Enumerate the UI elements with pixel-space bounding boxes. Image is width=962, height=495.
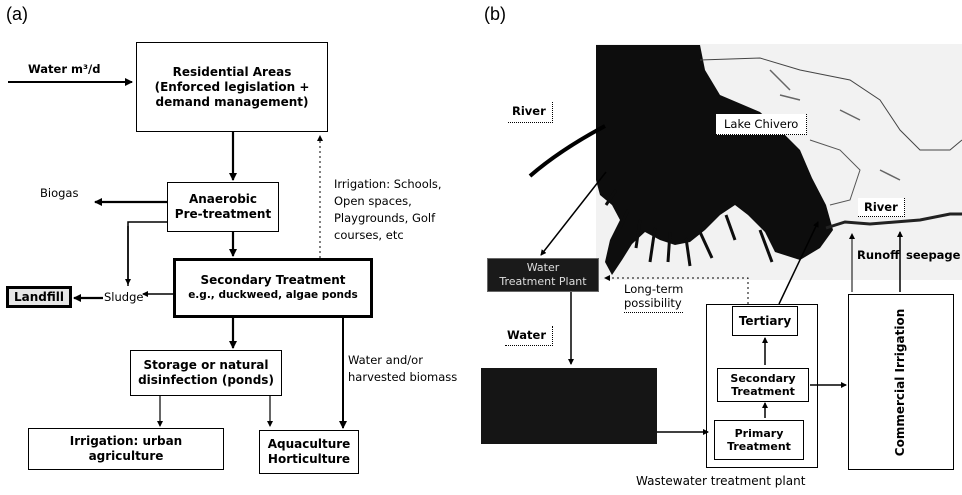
horticulture-label: Horticulture (267, 452, 351, 466)
secondary-treatment-box: Secondary Treatment e.g., duckweed, alga… (173, 258, 373, 318)
wwtp-caption: Wastewater treatment plant (636, 474, 806, 488)
irrigation-note-line: Irrigation: Schools, (334, 177, 442, 191)
tertiary-label: Tertiary (738, 313, 792, 328)
anaerobic-pretreatment-box: Anaerobic Pre-treatment (167, 182, 279, 232)
aquaculture-label: Aquaculture (267, 437, 351, 451)
town-photo (481, 368, 657, 444)
wtp-line-2: Treatment Plant (499, 275, 587, 288)
river-right-label: River (858, 198, 905, 217)
secondary-treatment-b-box: Secondary Treatment (717, 368, 809, 402)
water-biomass-line-2: harvested biomass (348, 370, 458, 384)
lake-chivero-label: Lake Chivero (716, 114, 808, 135)
panel-a-label: (a) (6, 4, 28, 24)
irrigation-note: Irrigation: Schools, Open spaces, Playgr… (334, 176, 442, 244)
long-term-line-2: possibility (624, 296, 682, 310)
arrow-tertiary-lake (778, 221, 819, 305)
wwtp-frame (706, 304, 818, 468)
secondary-examples: e.g., duckweed, algae ponds (188, 289, 358, 301)
sludge-label: Sludge (104, 290, 144, 304)
secondary-b-line-2: Treatment (731, 385, 795, 398)
arrow-lake-wtp (540, 171, 607, 256)
irrigation-note-line: courses, etc (334, 228, 404, 242)
water-label: Water (505, 326, 554, 346)
irrigation-urban-box: Irrigation: urban agriculture (28, 428, 224, 470)
water-biomass-label: Water and/or harvested biomass (348, 352, 457, 386)
irrigation-note-line: Open spaces, (334, 194, 412, 208)
storage-line-2: disinfection (ponds) (138, 373, 274, 387)
landfill-box: Landfill (6, 286, 72, 308)
panel-b-label: (b) (484, 4, 506, 24)
residential-areas-box: Residential Areas (Enforced legislation … (136, 42, 328, 132)
panel-b-arrows (528, 124, 903, 435)
water-treatment-plant-box: Water Treatment Plant (487, 258, 599, 292)
storage-line-1: Storage or natural (143, 358, 269, 372)
river-left-label: River (508, 102, 553, 123)
storage-disinfection-box: Storage or natural disinfection (ponds) (130, 350, 282, 396)
irrigation-urban-line-2: agriculture (88, 449, 164, 463)
long-term-line-1: Long-term (624, 282, 684, 296)
anaerobic-line-2: Pre-treatment (174, 207, 272, 221)
secondary-b-line-1: Secondary (730, 372, 796, 385)
primary-line-2: Treatment (727, 440, 791, 453)
residential-line-3: demand management) (155, 94, 309, 109)
lake-map (596, 44, 962, 280)
irrigation-note-line: Playgrounds, Golf (334, 211, 436, 225)
primary-treatment-box: Primary Treatment (714, 420, 804, 460)
landfill-label: Landfill (14, 289, 64, 304)
commercial-irrigation-label: Commercial Irrigation (893, 308, 908, 456)
arrow-long-term (604, 275, 749, 304)
residential-line-2: (Enforced legislation + (154, 79, 310, 94)
seepage-label: seepage (906, 248, 961, 262)
residential-title: Residential Areas (172, 64, 292, 79)
biogas-label: Biogas (40, 186, 79, 200)
long-term-possibility-label: Long-term possibility (624, 282, 684, 313)
runoff-label: Runoff (857, 248, 900, 262)
tertiary-box: Tertiary (732, 306, 798, 336)
anaerobic-line-1: Anaerobic (188, 192, 258, 206)
primary-line-1: Primary (734, 427, 784, 440)
panel-a-arrows (8, 78, 347, 429)
secondary-title: Secondary Treatment (200, 273, 346, 287)
water-biomass-line-1: Water and/or (348, 353, 423, 367)
irrigation-urban-line-1: Irrigation: urban (69, 434, 183, 448)
aquaculture-horticulture-box: Aquaculture Horticulture (259, 430, 359, 474)
wtp-line-1: Water (526, 261, 560, 274)
commercial-irrigation-box: Commercial Irrigation (848, 294, 954, 470)
water-input-label: Water m³/d (28, 62, 101, 76)
